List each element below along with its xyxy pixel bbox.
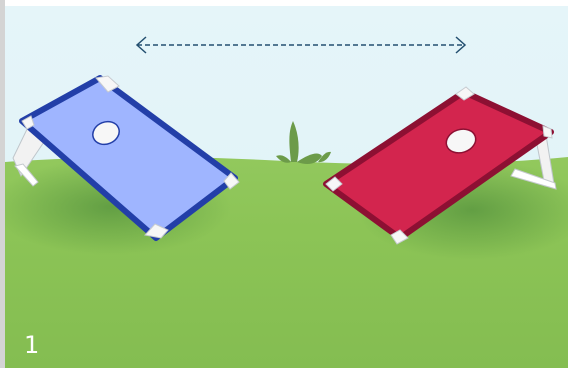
step-number: 1 — [24, 331, 39, 359]
cornhole-boards-scene — [5, 6, 568, 368]
